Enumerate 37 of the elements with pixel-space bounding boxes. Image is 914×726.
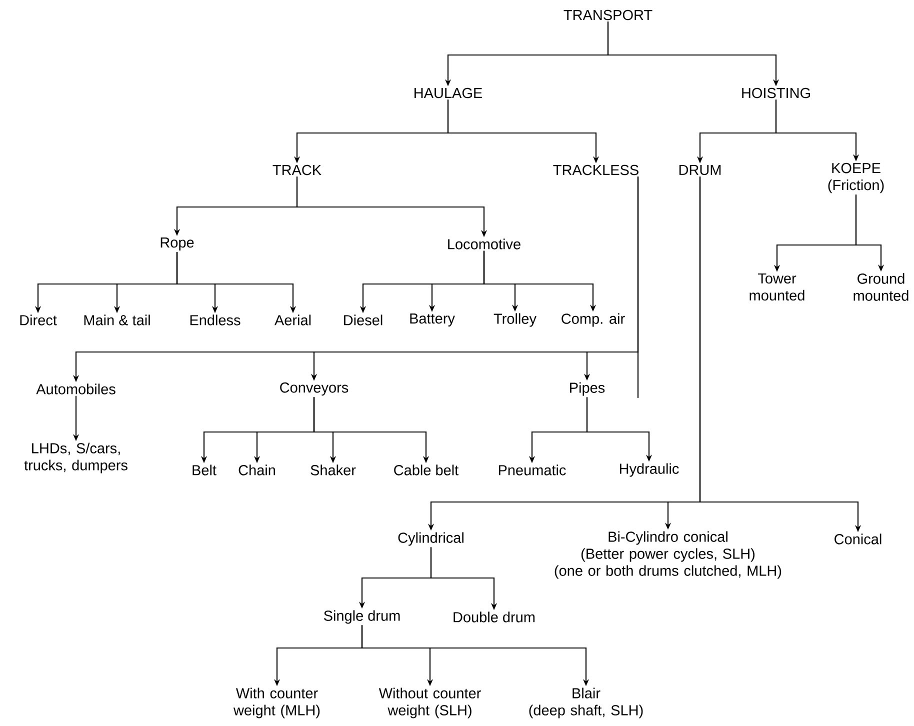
- node-label: Conveyors: [280, 382, 348, 396]
- node-label: Blair (deep shaft, SLH): [529, 688, 643, 718]
- node-label: Aerial: [274, 314, 311, 326]
- node-label: Diesel: [344, 314, 382, 326]
- node-label: Bi-Cylindro conical (Better power cycles, SLH) (one or both drums clutched, MLH): [554, 531, 782, 579]
- node-label: KOEPE (Friction): [828, 162, 884, 194]
- node-label: Direct: [20, 314, 57, 326]
- node-label: Comp. air: [562, 313, 625, 327]
- node-label: Pneumatic: [498, 464, 566, 476]
- node-label: Endless: [190, 314, 240, 326]
- node-label: Locomotive: [448, 238, 520, 250]
- node-label: Belt: [192, 464, 216, 476]
- node-label: HOISTING: [742, 88, 810, 98]
- node-label: TRANSPORT: [564, 10, 652, 20]
- node-label: TRACK: [272, 164, 322, 176]
- node-label: Cylindrical: [398, 532, 464, 546]
- node-label: HAULAGE: [414, 88, 482, 98]
- node-label: With counter weight (MLH): [233, 688, 320, 718]
- node-label: LHDs, S/cars, trucks, dumpers: [24, 442, 128, 474]
- node-label: Chain: [238, 464, 275, 476]
- node-label: Without counter weight (SLH): [378, 688, 481, 718]
- node-label: Single drum: [324, 610, 400, 624]
- node-label: Ground mounted: [854, 273, 908, 301]
- node-label: Main & tail: [84, 314, 150, 326]
- node-label: Conical: [834, 534, 882, 544]
- node-label: Battery: [410, 314, 455, 326]
- node-label: Tower mounted: [750, 273, 804, 301]
- node-label: Trolley: [494, 313, 536, 327]
- node-label: TRACKLESS: [553, 164, 638, 176]
- node-label: Double drum: [454, 612, 535, 622]
- node-label: Shaker: [310, 464, 356, 476]
- node-label: Automobiles: [36, 384, 116, 394]
- node-label: Hydraulic: [620, 463, 679, 477]
- node-label: Cable belt: [394, 464, 458, 476]
- node-label: Rope: [160, 238, 194, 250]
- node-label: DRUM: [679, 164, 721, 176]
- node-label: Pipes: [570, 382, 605, 396]
